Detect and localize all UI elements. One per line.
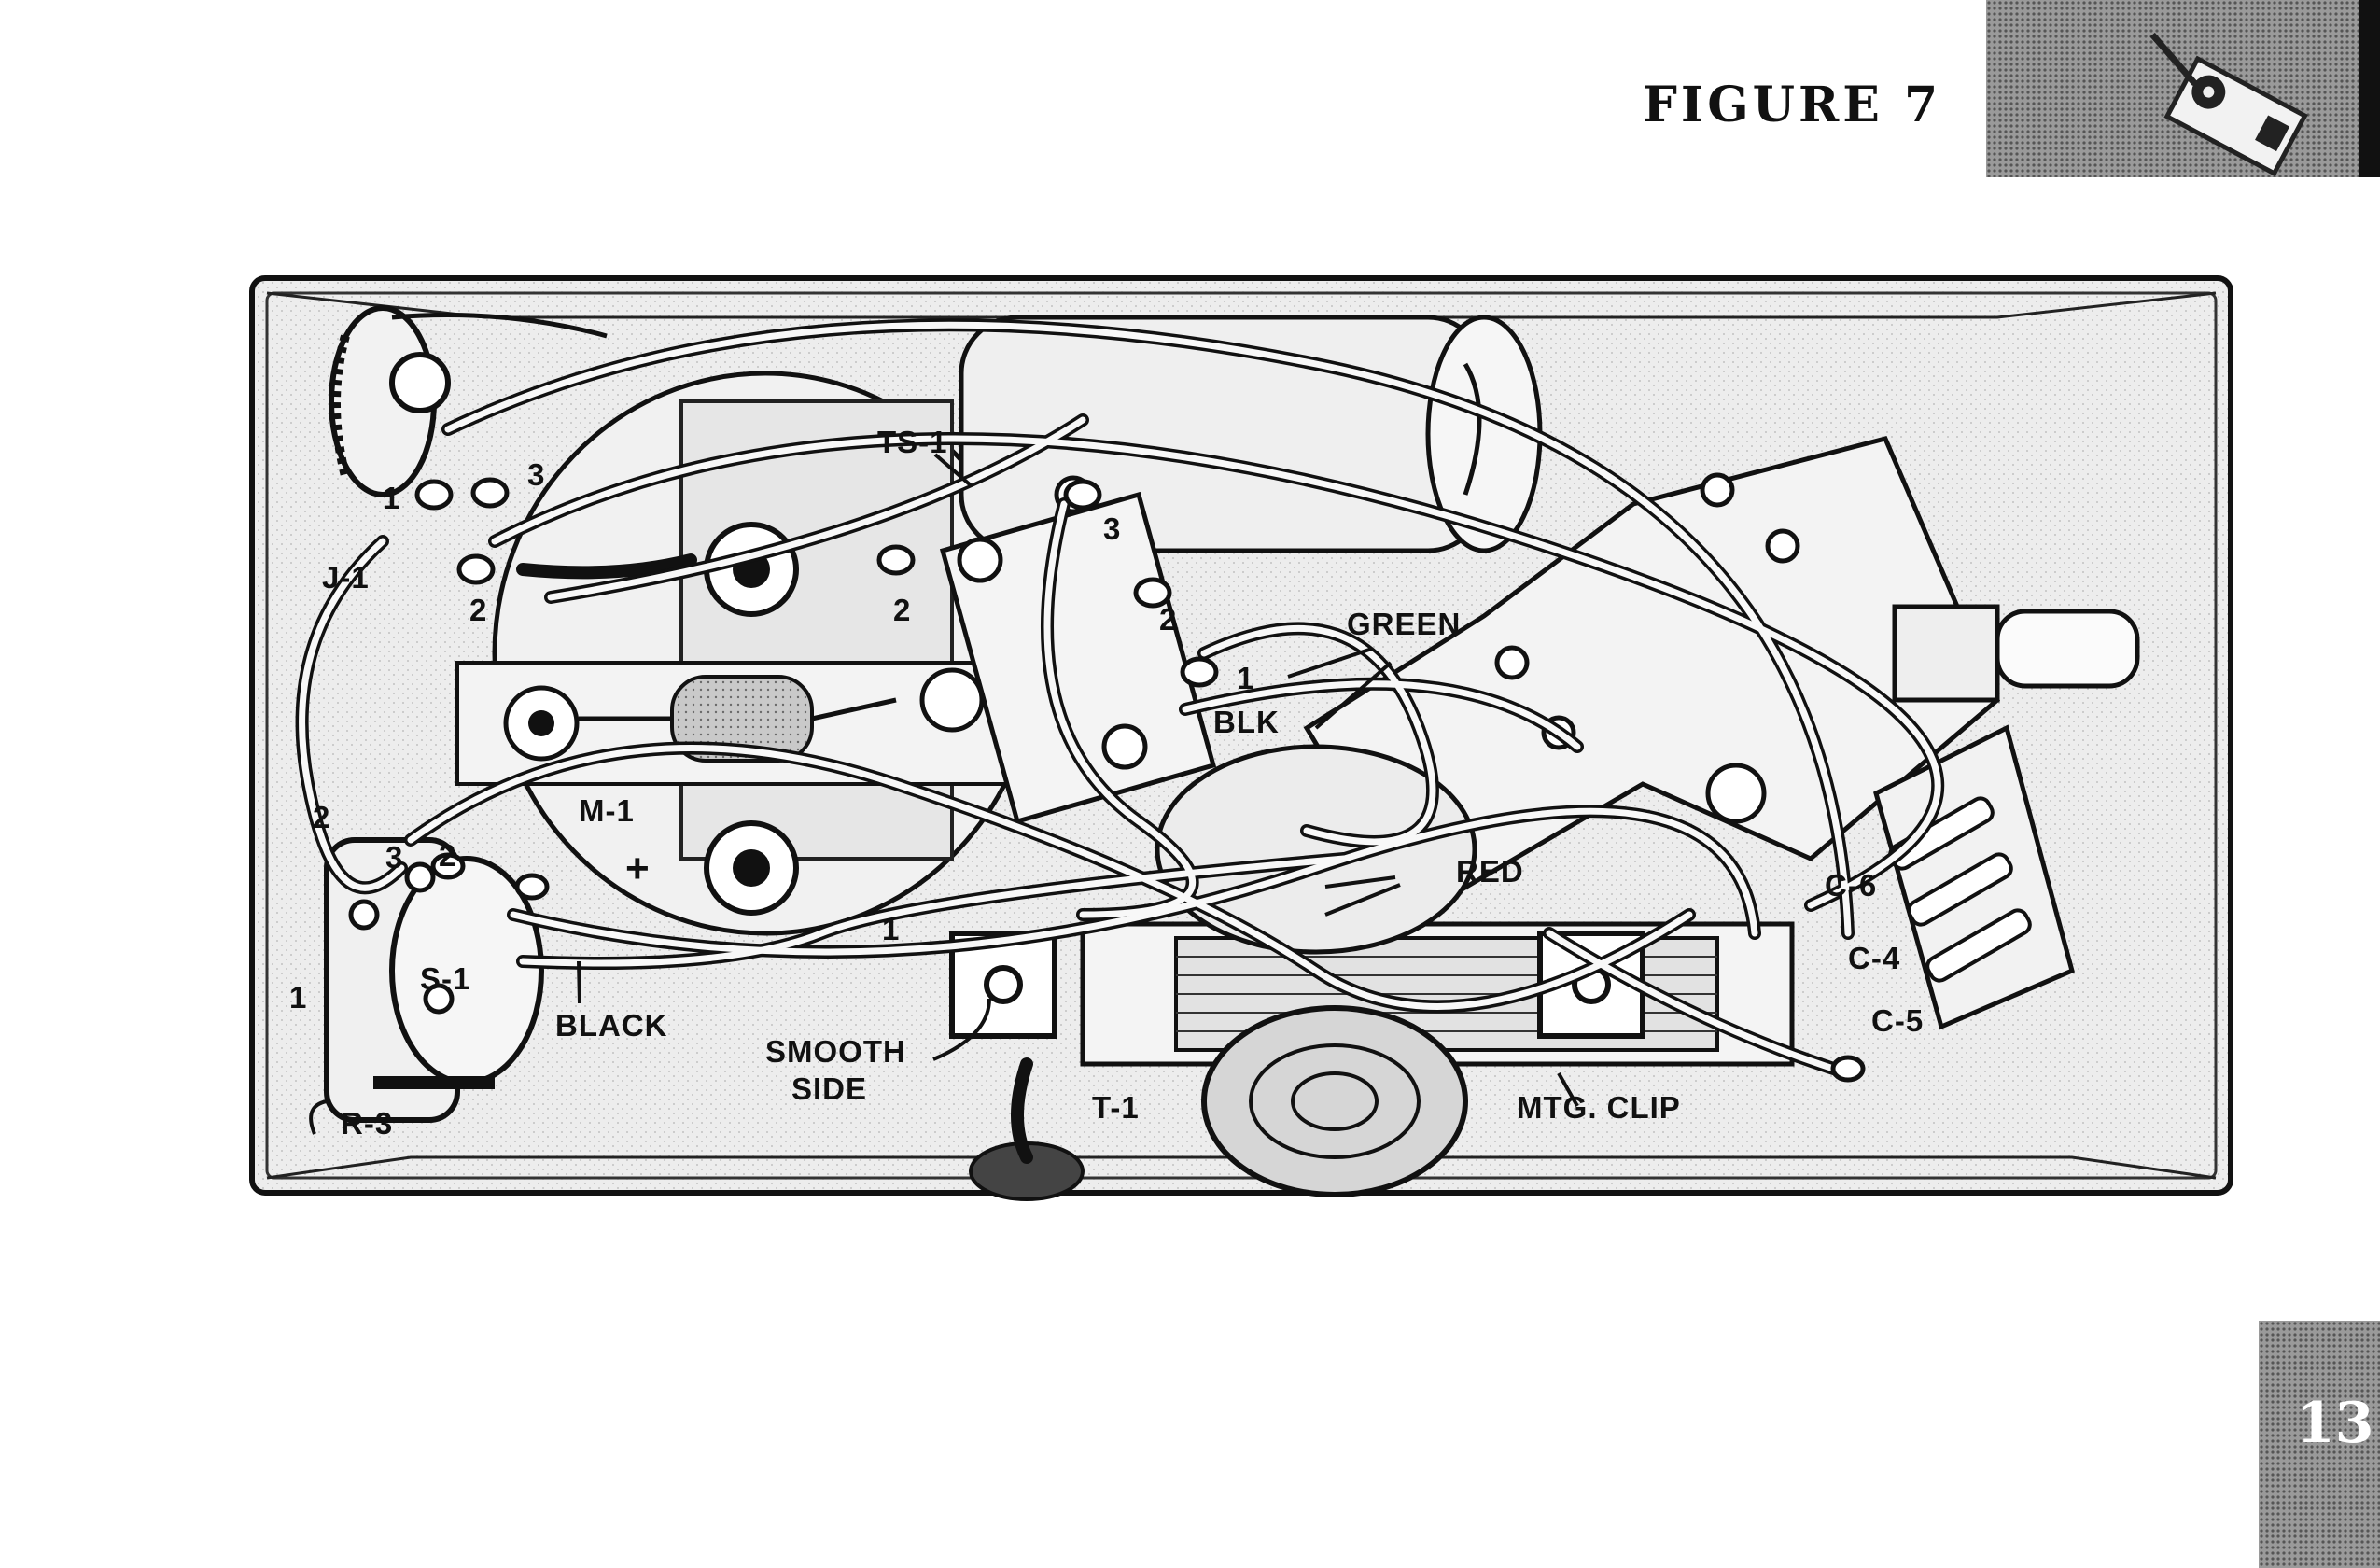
label-ts1: TS-1 <box>877 425 948 459</box>
label-j1: J-1 <box>322 560 370 595</box>
label-blk: BLK <box>1213 705 1280 739</box>
label-side: SIDE <box>791 1071 867 1106</box>
label-pin: 2 <box>893 593 911 627</box>
component-labels: TS-1 1 3 J-1 2 3 2 2 GREEN 1 BLK M-1 + 2… <box>289 425 1924 1141</box>
jack-j1 <box>329 305 608 497</box>
capacitor-board <box>1873 724 2075 1030</box>
label-pin: 1 <box>882 912 900 946</box>
page-number: 13 <box>2296 1391 2374 1456</box>
wiring-diagram: TS-1 1 3 J-1 2 3 2 2 GREEN 1 BLK M-1 + 2… <box>249 275 2233 1201</box>
label-m1: M-1 <box>579 793 635 828</box>
terminal-strip-ts1 <box>939 475 1217 825</box>
label-red: RED <box>1456 854 1524 889</box>
label-pin: 1 <box>1237 661 1254 695</box>
pointer-arrows <box>309 453 1579 1135</box>
label-pin: 3 <box>1103 511 1121 546</box>
label-plus: + <box>625 846 651 891</box>
figure-title: FIGURE 7 <box>1643 77 1942 133</box>
switch-pot-s1-r3 <box>324 837 544 1123</box>
label-pin: 2 <box>469 593 487 627</box>
label-mtg-clip: MTG. CLIP <box>1517 1090 1681 1125</box>
label-black: BLACK <box>555 1008 667 1043</box>
resistor <box>579 675 897 763</box>
label-s1: S-1 <box>420 961 470 996</box>
label-green: GREEN <box>1347 607 1461 641</box>
label-smooth: SMOOTH <box>765 1034 906 1069</box>
page-number-tab <box>2259 1321 2380 1568</box>
corner-photo-thumbnail <box>1986 0 2380 177</box>
label-c6: C-6 <box>1825 868 1877 903</box>
label-pin: 2 <box>1159 602 1177 637</box>
label-pin: 2 <box>439 838 456 873</box>
label-pin: 3 <box>385 840 403 875</box>
label-pin: 3 <box>527 457 545 492</box>
label-t1: T-1 <box>1092 1090 1140 1125</box>
solder-lugs <box>414 477 1866 1083</box>
label-r3: R-3 <box>341 1106 393 1141</box>
label-c5: C-5 <box>1871 1003 1924 1038</box>
label-pin: 1 <box>289 980 307 1015</box>
label-pin: 2 <box>313 800 330 834</box>
label-c4: C-4 <box>1848 941 1900 975</box>
label-pin: 1 <box>383 481 400 515</box>
